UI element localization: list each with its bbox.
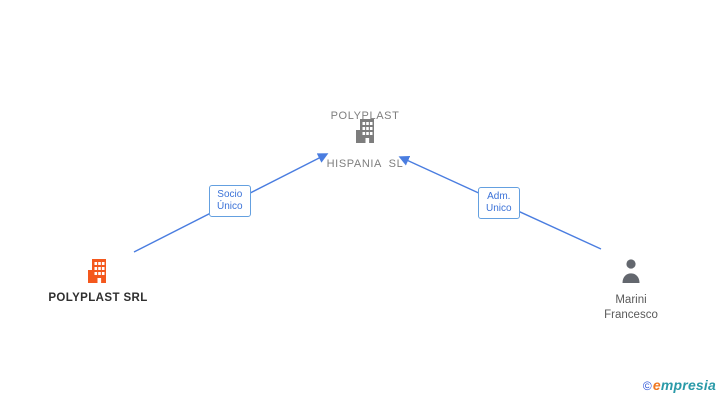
edge-label-adm-unico[interactable]: Adm. Unico <box>478 187 520 219</box>
person-name-line1: Marini <box>615 294 647 306</box>
person-icon <box>618 257 644 289</box>
copyright-icon: © <box>642 379 652 393</box>
person-node[interactable] <box>618 257 644 289</box>
empresia-logo-e: e <box>652 377 661 393</box>
target-company-name-line2: HISPANIA SL <box>326 158 404 170</box>
person-name-line2: Francesco <box>604 309 658 321</box>
person-name[interactable]: Marini Francesco <box>571 293 691 323</box>
source-company-name[interactable]: POLYPLAST SRL <box>48 292 148 304</box>
edge-label-line2: Unico <box>486 203 512 214</box>
target-company-name-line1: POLYPLAST <box>330 110 400 122</box>
building-icon-orange <box>85 256 112 289</box>
empresia-logo[interactable]: ©empresia <box>643 377 716 393</box>
building-icon <box>353 116 380 149</box>
target-company-node[interactable] <box>352 116 380 149</box>
source-company-node[interactable] <box>84 256 112 289</box>
edge-label-line2: Único <box>217 201 243 212</box>
empresia-logo-text: mpresia <box>660 377 716 393</box>
edge-label-line1: Socio <box>217 189 243 200</box>
edge-label-socio-unico[interactable]: Socio Único <box>209 185 251 217</box>
target-company-name: POLYPLAST HISPANIA SL <box>290 76 440 204</box>
edge-label-line1: Adm. <box>487 191 511 202</box>
